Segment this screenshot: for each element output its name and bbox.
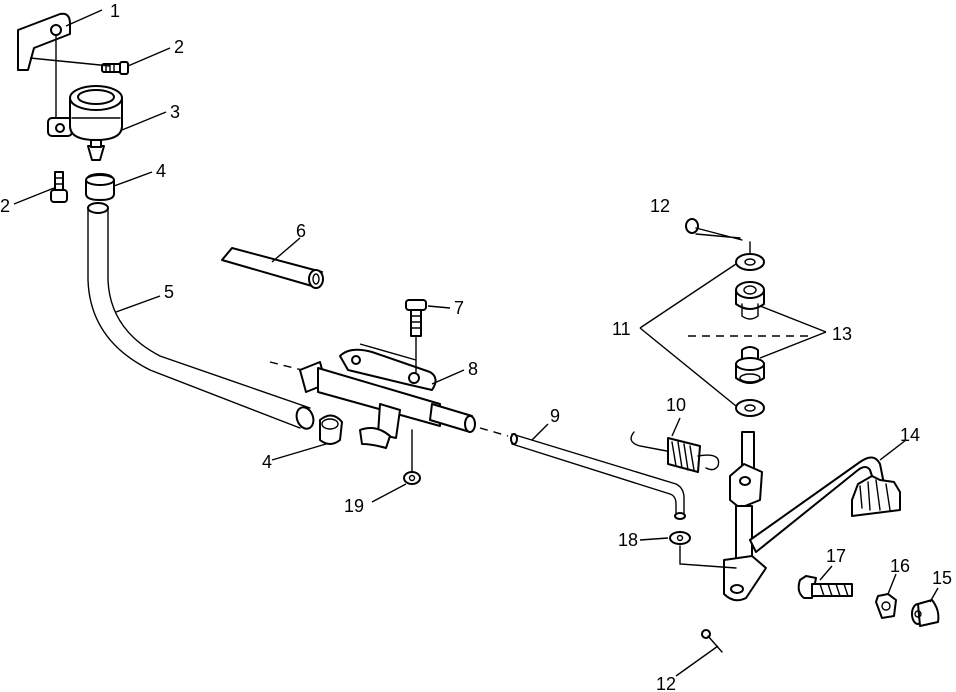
callout-13: 13 <box>832 324 852 344</box>
callout-5: 5 <box>164 282 174 302</box>
part-11-washer-top <box>735 241 765 271</box>
callout-11: 11 <box>612 319 631 339</box>
callout-12-bottom: 12 <box>656 674 676 692</box>
part-14-brake-pedal <box>723 431 901 602</box>
part-8-master-cylinder <box>269 348 509 449</box>
callout-9: 9 <box>550 406 560 426</box>
part-11-washer-bottom <box>735 399 765 417</box>
part-3-reservoir <box>47 85 123 161</box>
callout-14: 14 <box>900 425 920 445</box>
part-12-cotter-pin-top <box>685 218 743 241</box>
callout-16: 16 <box>890 556 910 576</box>
part-18-washer <box>669 531 737 569</box>
part-10-spring <box>630 431 720 473</box>
callout-8: 8 <box>468 359 478 379</box>
callout-2-lower: 2 <box>0 196 10 216</box>
callout-4-upper: 4 <box>156 161 166 181</box>
part-9-push-rod <box>510 433 686 520</box>
callout-3: 3 <box>170 102 180 122</box>
callout-4-lower: 4 <box>262 452 272 472</box>
part-15-cap-nut <box>911 599 940 627</box>
part-2-bolt-lower <box>50 171 68 203</box>
part-19-nut <box>403 429 421 485</box>
part-12-cotter-pin-bottom <box>701 629 723 653</box>
callout-6: 6 <box>296 221 306 241</box>
callout-19: 19 <box>344 496 364 516</box>
part-5-brake-hose <box>87 202 315 430</box>
part-13-bushing-top <box>735 281 765 320</box>
part-2-screw-upper <box>101 61 129 75</box>
part-4-clamp-lower <box>319 414 343 445</box>
callout-1: 1 <box>110 1 120 21</box>
part-13-bushing-bottom <box>735 346 765 384</box>
callout-7: 7 <box>454 298 464 318</box>
part-6-sleeve <box>221 247 324 289</box>
part-1-mounting-bracket <box>17 12 71 71</box>
part-17-bolt <box>797 575 853 599</box>
part-16-nut <box>875 593 897 619</box>
callout-10: 10 <box>666 395 686 415</box>
leader-lines <box>13 9 939 677</box>
callout-2-upper: 2 <box>174 37 184 57</box>
callout-12-top: 12 <box>650 196 670 216</box>
callout-18: 18 <box>618 530 638 550</box>
callout-15: 15 <box>932 568 952 588</box>
callout-17: 17 <box>826 546 846 566</box>
part-4-clamp-upper <box>85 173 115 201</box>
part-7-bolt <box>359 299 427 373</box>
